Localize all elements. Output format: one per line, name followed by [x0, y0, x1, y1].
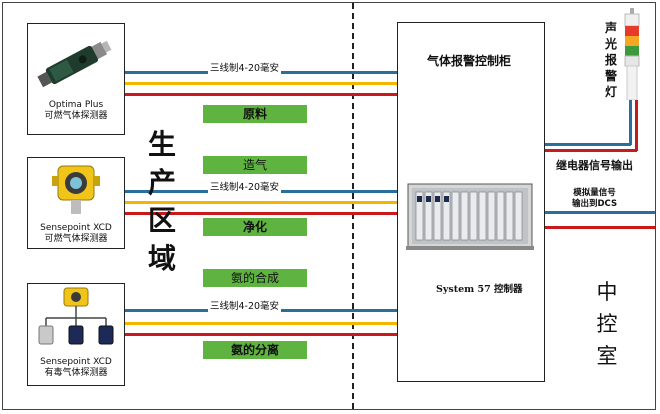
stage-ammonia-synthesis: 氨的合成: [203, 269, 307, 287]
production-area-label: 生 产 区 域: [142, 126, 182, 278]
xcd-toxic-detector-icon: [38, 287, 114, 345]
alarm-char: 警: [604, 69, 617, 83]
relay-wire-red-up: [635, 100, 638, 151]
wire-label-1: 三线制4-20毫安: [208, 60, 282, 74]
stage-raw-material: 原料: [203, 105, 307, 123]
wire-red-3: [125, 333, 398, 336]
wire-yellow-1: [125, 82, 398, 85]
detector-model: Optima Plus: [48, 100, 104, 110]
wire-yellow-2: [125, 201, 398, 204]
system57-rack-icon: [406, 183, 534, 250]
zone-divider: [352, 3, 354, 409]
zone-char: 域: [147, 242, 176, 275]
zone-char: 产: [147, 166, 176, 199]
stage-purification: 净化: [203, 218, 307, 236]
analog-output-line2: 输出到DCS: [572, 199, 618, 209]
dcs-wire-red: [545, 226, 655, 229]
detector-type: 可燃气体探测器: [44, 234, 108, 244]
alarm-beacon-icon: [624, 8, 640, 100]
detector-box-optima: Optima Plus 可燃气体探测器: [27, 23, 125, 135]
control-room-label: 中 控 室: [592, 276, 622, 372]
detector-type: 有毒气体探测器: [44, 368, 108, 378]
wire-yellow-3: [125, 322, 398, 325]
stage-gasification: 造气: [203, 156, 307, 174]
dcs-wire-blue: [545, 211, 655, 214]
zone-char: 生: [147, 128, 176, 161]
detector-label-xcd-toxic: Sensepoint XCD 有毒气体探测器: [28, 357, 124, 379]
detector-box-xcd-toxic: Sensepoint XCD 有毒气体探测器: [27, 283, 125, 386]
detector-label-xcd-combustible: Sensepoint XCD 可燃气体探测器: [28, 223, 124, 245]
relay-output-label: 继电器信号输出: [556, 159, 633, 172]
alarm-char: 报: [604, 53, 617, 67]
relay-wire-red: [545, 149, 637, 152]
alarm-char: 灯: [604, 85, 617, 99]
stage-ammonia-separation: 氨的分离: [203, 341, 307, 359]
relay-wire-blue-up: [629, 100, 632, 145]
diagram-frame: [2, 2, 656, 410]
xcd-detector-icon: [52, 165, 100, 214]
detector-box-xcd-combustible: Sensepoint XCD 可燃气体探测器: [27, 157, 125, 249]
room-char: 中: [596, 280, 618, 304]
detector-model: Sensepoint XCD: [40, 357, 112, 367]
detector-type: 可燃气体探测器: [44, 111, 108, 121]
analog-output-label: 模拟量信号 输出到DCS: [572, 188, 617, 210]
system57-label: System 57 控制器: [436, 284, 523, 295]
analog-output-line1: 模拟量信号: [573, 188, 616, 198]
room-char: 室: [596, 344, 618, 368]
wire-label-3: 三线制4-20毫安: [208, 298, 282, 312]
wire-red-1: [125, 93, 398, 96]
detector-label-optima: Optima Plus 可燃气体探测器: [28, 100, 124, 122]
zone-char: 区: [147, 204, 176, 237]
room-char: 控: [596, 312, 618, 336]
alarm-light-label: 声 光 报 警 灯: [603, 20, 619, 100]
cabinet-title: 气体报警控制柜: [427, 54, 512, 68]
detector-model: Sensepoint XCD: [40, 223, 112, 233]
optima-detector-icon: [37, 40, 112, 88]
wire-label-2: 三线制4-20毫安: [208, 179, 282, 193]
wire-red-2: [125, 212, 398, 215]
alarm-char: 光: [604, 37, 617, 51]
relay-wire-blue: [545, 143, 631, 146]
alarm-char: 声: [604, 21, 617, 35]
